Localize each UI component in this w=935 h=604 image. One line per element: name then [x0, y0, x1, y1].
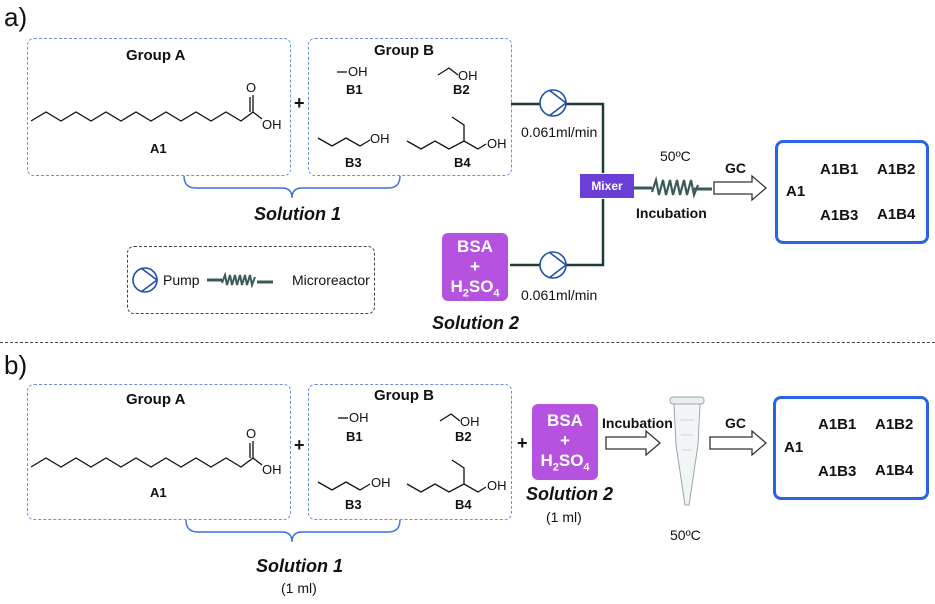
products-box-b: A1 A1B1 A1B2 A1B3 A1B4 [773, 396, 929, 500]
solution1-brace [183, 175, 401, 199]
a1-label: A1 [150, 141, 167, 156]
legend-pump-label: Pump [163, 272, 200, 288]
group-a-title-b: Group A [126, 391, 186, 408]
product-a1b3-b: A1B3 [818, 463, 857, 480]
solution1-brace-b [185, 519, 401, 543]
pump-top-icon [539, 89, 568, 117]
product-a1-b: A1 [784, 439, 804, 456]
plus-sign: + [294, 93, 305, 113]
plus-sign-b2: + [517, 433, 528, 453]
b1-oh: OH [348, 64, 368, 79]
eppendorf-tube-icon [669, 396, 705, 506]
b4-label: B4 [454, 155, 471, 170]
flow-lines [510, 89, 767, 279]
gc-arrow-a-icon [713, 174, 767, 202]
b2-oh: OH [458, 68, 478, 83]
reagent-box-b: BSA + H2SO4 [532, 404, 598, 480]
reagent-box-a: BSA + H2SO4 [442, 233, 508, 301]
b3-label: B3 [345, 155, 362, 170]
a1-oh-b: OH [262, 462, 282, 477]
group-b-box-b [308, 384, 512, 520]
reagent-plus-b: + [560, 431, 570, 450]
reagent-h2so4-b: H2SO4 [540, 451, 590, 474]
b2-label: B2 [453, 82, 470, 97]
b2-label-b: B2 [455, 429, 472, 444]
group-a-title: Group A [126, 47, 186, 64]
mixer-box: Mixer [580, 174, 634, 198]
gc-label-b: GC [725, 415, 746, 431]
reagent-bsa: BSA [457, 237, 493, 256]
a1-o-b: O [246, 426, 257, 441]
pump-bottom-icon [539, 251, 568, 279]
flow-rate-bottom: 0.061ml/min [521, 287, 598, 303]
a1-structure-b [30, 441, 263, 468]
group-b-title: Group B [374, 42, 434, 59]
incubation-arrow-b-icon [605, 429, 661, 457]
product-a1b1-b: A1B1 [818, 416, 857, 433]
group-b-panel-group-a-box [27, 384, 291, 520]
product-a1b4: A1B4 [877, 206, 916, 223]
reagent-plus: + [470, 257, 480, 276]
group-b-box [308, 38, 512, 176]
flow-rate-top: 0.061ml/min [521, 124, 598, 140]
product-a1b3: A1B3 [820, 207, 859, 224]
product-a1: A1 [786, 183, 806, 200]
b1-oh-b: OH [349, 410, 369, 425]
solution1-label-b: Solution 1 [256, 556, 343, 576]
incubation-b: Incubation [602, 415, 673, 431]
b3-oh-b: OH [371, 475, 391, 490]
temperature-b: 50ºC [670, 527, 701, 543]
microreactor-icon [207, 271, 273, 289]
product-a1b2-b: A1B2 [875, 416, 914, 433]
gc-arrow-b-icon [709, 429, 767, 457]
b1-label-b: B1 [346, 429, 363, 444]
b2-oh-b: OH [460, 414, 480, 429]
panel-a-label: a) [4, 2, 28, 32]
group-b-structures [317, 67, 487, 150]
pump-icon [132, 267, 159, 293]
b3-oh: OH [370, 131, 390, 146]
a1-oh: OH [262, 117, 282, 132]
panel-divider [0, 342, 935, 343]
plus-sign-b1: + [294, 435, 305, 455]
a1-structure [30, 95, 263, 122]
b4-oh: OH [487, 136, 507, 151]
product-a1b4-b: A1B4 [875, 462, 914, 479]
panel-b-label: b) [4, 350, 28, 380]
group-b-title-b: Group B [374, 387, 434, 404]
group-b-structures-b [317, 413, 487, 493]
b4-oh-b: OH [487, 478, 507, 493]
product-a1b1: A1B1 [820, 161, 859, 178]
group-a-box [27, 38, 291, 176]
incubation-coil-icon [634, 175, 712, 199]
product-a1b2: A1B2 [877, 161, 916, 178]
reagent-h2so4: H2SO4 [450, 277, 500, 300]
legend-box [127, 246, 375, 314]
solution1-label: Solution 1 [254, 204, 341, 224]
b1-label: B1 [346, 82, 363, 97]
b3-label-b: B3 [345, 497, 362, 512]
solution2-volume: (1 ml) [546, 509, 582, 525]
temperature-a: 50ºC [660, 148, 691, 164]
reagent-bsa-b: BSA [547, 411, 583, 430]
a1-label-b: A1 [150, 485, 167, 500]
legend-microreactor-label: Microreactor [292, 272, 370, 288]
legend-icons [132, 267, 273, 293]
products-box-a: A1 A1B1 A1B2 A1B3 A1B4 [775, 140, 929, 244]
solution1-volume: (1 ml) [281, 580, 317, 596]
gc-label-a: GC [725, 160, 746, 176]
solution2-label-b: Solution 2 [526, 484, 613, 504]
b4-label-b: B4 [455, 497, 472, 512]
solution2-label: Solution 2 [432, 313, 519, 333]
incubation-a: Incubation [636, 205, 707, 221]
a1-o: O [246, 80, 257, 95]
